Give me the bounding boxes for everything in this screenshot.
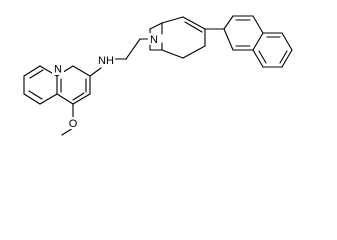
naphthalene-ring-a — [223, 15, 264, 51]
naphthalene-ring-b — [252, 32, 293, 68]
bridge-nitrogen-label: N — [150, 34, 158, 46]
quinoline-nitrogen-label: N — [54, 64, 62, 76]
amine-nh-label: NH — [98, 55, 114, 67]
quinoline-benzo-ring — [56, 65, 91, 105]
methoxy-oxygen-label: O — [69, 118, 78, 130]
aminoethyl-linker — [89, 38, 149, 77]
quinoline-pyridine-ring — [23, 65, 58, 105]
atom-labels: N NH N O — [52, 33, 160, 130]
molecule-structure: N NH N O — [23, 15, 293, 136]
methoxy-group — [61, 103, 74, 136]
tropane-core — [149, 16, 206, 59]
